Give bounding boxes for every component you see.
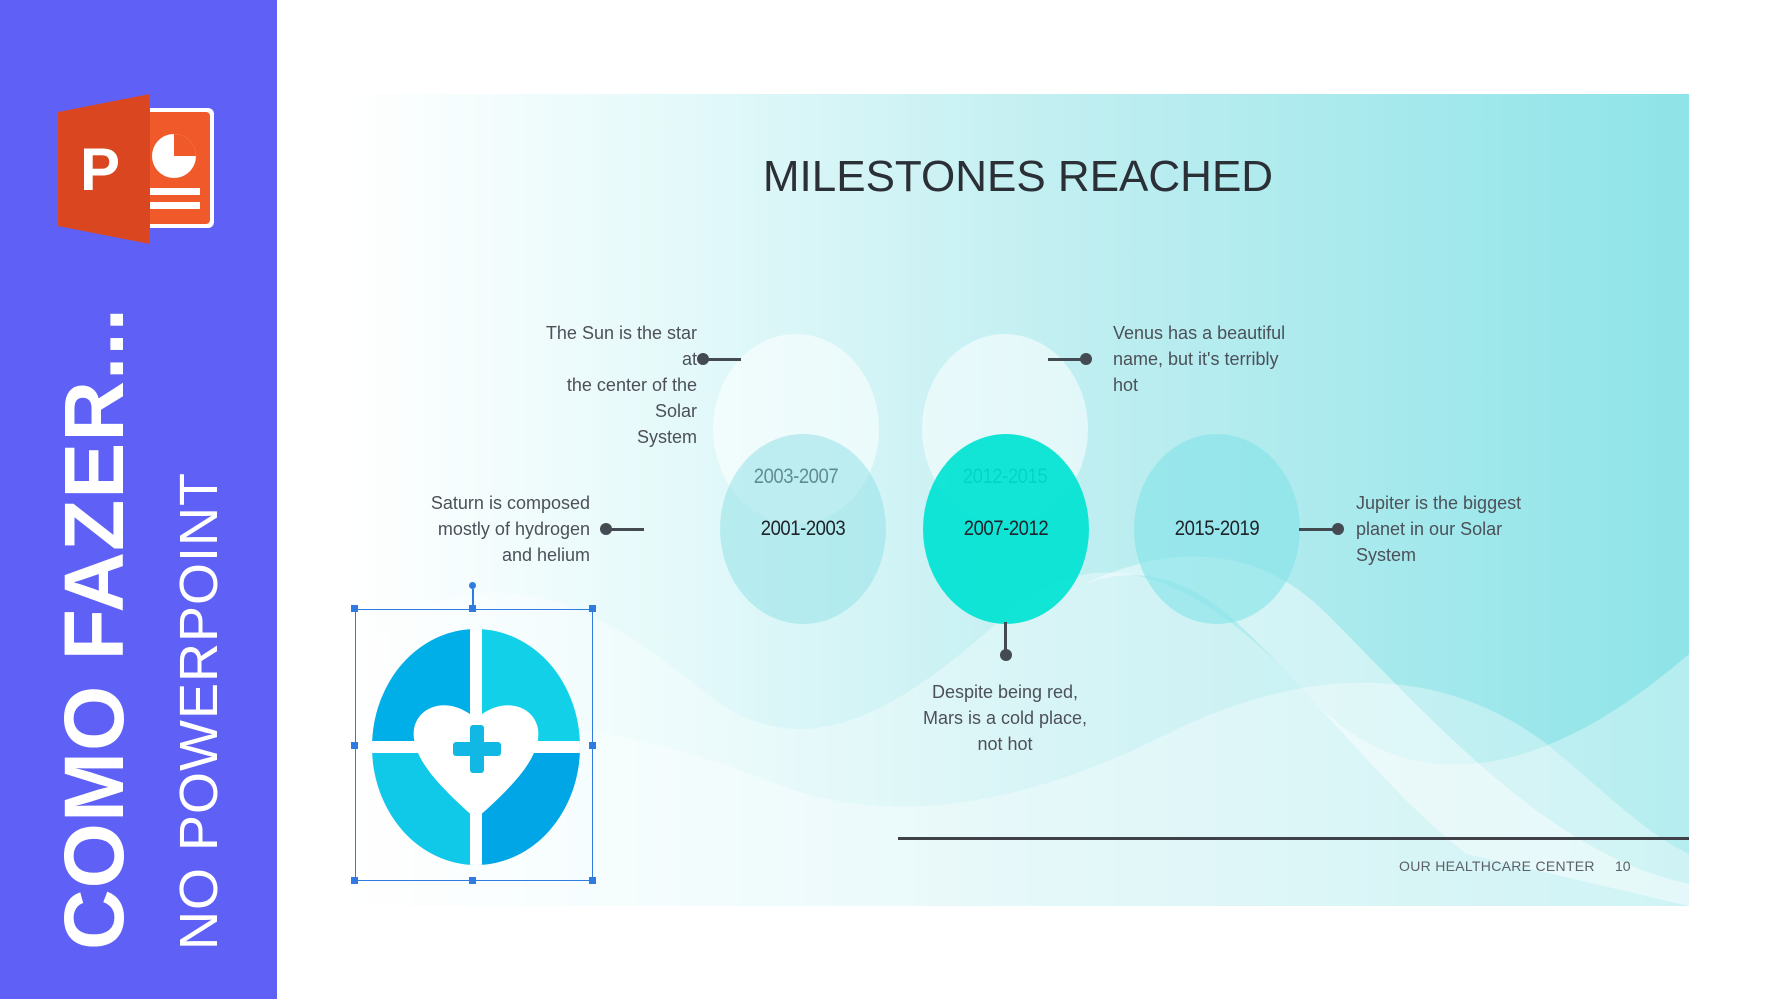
powerpoint-logo-icon: P xyxy=(58,94,214,244)
resize-handle-bottom-left[interactable] xyxy=(351,877,358,884)
desc-line: not hot xyxy=(977,734,1033,754)
rotation-stem xyxy=(472,589,474,609)
desc-line: Jupiter is the biggest xyxy=(1356,493,1522,513)
connector-dot xyxy=(1080,353,1092,365)
connector-line xyxy=(704,358,741,361)
milestone-period: 2001-2003 xyxy=(760,517,846,540)
desc-line: Venus has a beautiful xyxy=(1113,323,1286,343)
milestone-description-saturn[interactable]: Saturn is composed mostly of hydrogen an… xyxy=(407,490,590,568)
connector-dot xyxy=(697,353,709,365)
desc-line: Saturn is composed xyxy=(430,493,590,513)
milestone-circle-2015-2019[interactable]: 2015-2019 xyxy=(1134,434,1300,624)
resize-handle-bottom-right[interactable] xyxy=(589,877,596,884)
connector-line xyxy=(607,528,644,531)
milestone-description-jupiter[interactable]: Jupiter is the biggest planet in our Sol… xyxy=(1356,490,1556,568)
desc-line: System xyxy=(636,427,697,447)
desc-line: The Sun is the star at xyxy=(545,323,697,369)
milestone-description-venus[interactable]: Venus has a beautiful name, but it's ter… xyxy=(1113,320,1313,398)
desc-line: mostly of hydrogen xyxy=(437,519,590,539)
desc-line: Mars is a cold place, xyxy=(922,708,1088,728)
banner-title: COMO FAZER... xyxy=(47,307,141,950)
milestone-circle-2007-2012[interactable]: 2007-2012 xyxy=(923,434,1089,624)
brand-banner: P COMO FAZER... NO POWERPOINT xyxy=(0,0,277,999)
background-waves xyxy=(347,556,1689,906)
footer-text[interactable]: OUR HEALTHCARE CENTER xyxy=(1399,858,1595,874)
desc-line: name, but it's terribly xyxy=(1113,349,1279,369)
page-number: 10 xyxy=(1615,858,1631,874)
connector-dot xyxy=(600,523,612,535)
connector-dot xyxy=(1000,649,1012,661)
resize-handle-top-left[interactable] xyxy=(351,605,358,612)
selection-frame[interactable] xyxy=(355,609,593,881)
connector-dot xyxy=(1332,523,1344,535)
resize-handle-top-center[interactable] xyxy=(469,605,476,612)
desc-line: the center of the Solar xyxy=(566,375,697,421)
milestone-period: 2015-2019 xyxy=(1174,517,1260,540)
milestone-period: 2007-2012 xyxy=(963,517,1049,540)
resize-handle-top-right[interactable] xyxy=(589,605,596,612)
svg-text:P: P xyxy=(80,136,120,203)
milestone-circle-2001-2003[interactable]: 2001-2003 xyxy=(720,434,886,624)
desc-line: System xyxy=(1356,545,1417,565)
healthcare-heart-cross-icon[interactable] xyxy=(370,627,582,867)
desc-line: hot xyxy=(1113,375,1139,395)
milestone-description-mars[interactable]: Despite being red, Mars is a cold place,… xyxy=(905,679,1105,757)
desc-line: planet in our Solar xyxy=(1356,519,1503,539)
footer-divider xyxy=(898,837,1689,840)
milestone-description-sun[interactable]: The Sun is the star at the center of the… xyxy=(527,320,697,450)
connector-line xyxy=(1048,358,1084,361)
banner-subtitle: NO POWERPOINT xyxy=(169,471,229,950)
resize-handle-middle-left[interactable] xyxy=(351,742,358,749)
connector-line xyxy=(1299,528,1336,531)
resize-handle-middle-right[interactable] xyxy=(589,742,596,749)
resize-handle-bottom-center[interactable] xyxy=(469,877,476,884)
slide-canvas[interactable]: MILESTONES REACHED 2003-2007 2012-2015 2… xyxy=(347,94,1689,906)
desc-line: and helium xyxy=(501,545,590,565)
desc-line: Despite being red, xyxy=(931,682,1079,702)
slide-title[interactable]: MILESTONES REACHED xyxy=(762,152,1274,201)
rotate-handle[interactable] xyxy=(469,582,476,589)
connector-line xyxy=(1004,622,1007,652)
